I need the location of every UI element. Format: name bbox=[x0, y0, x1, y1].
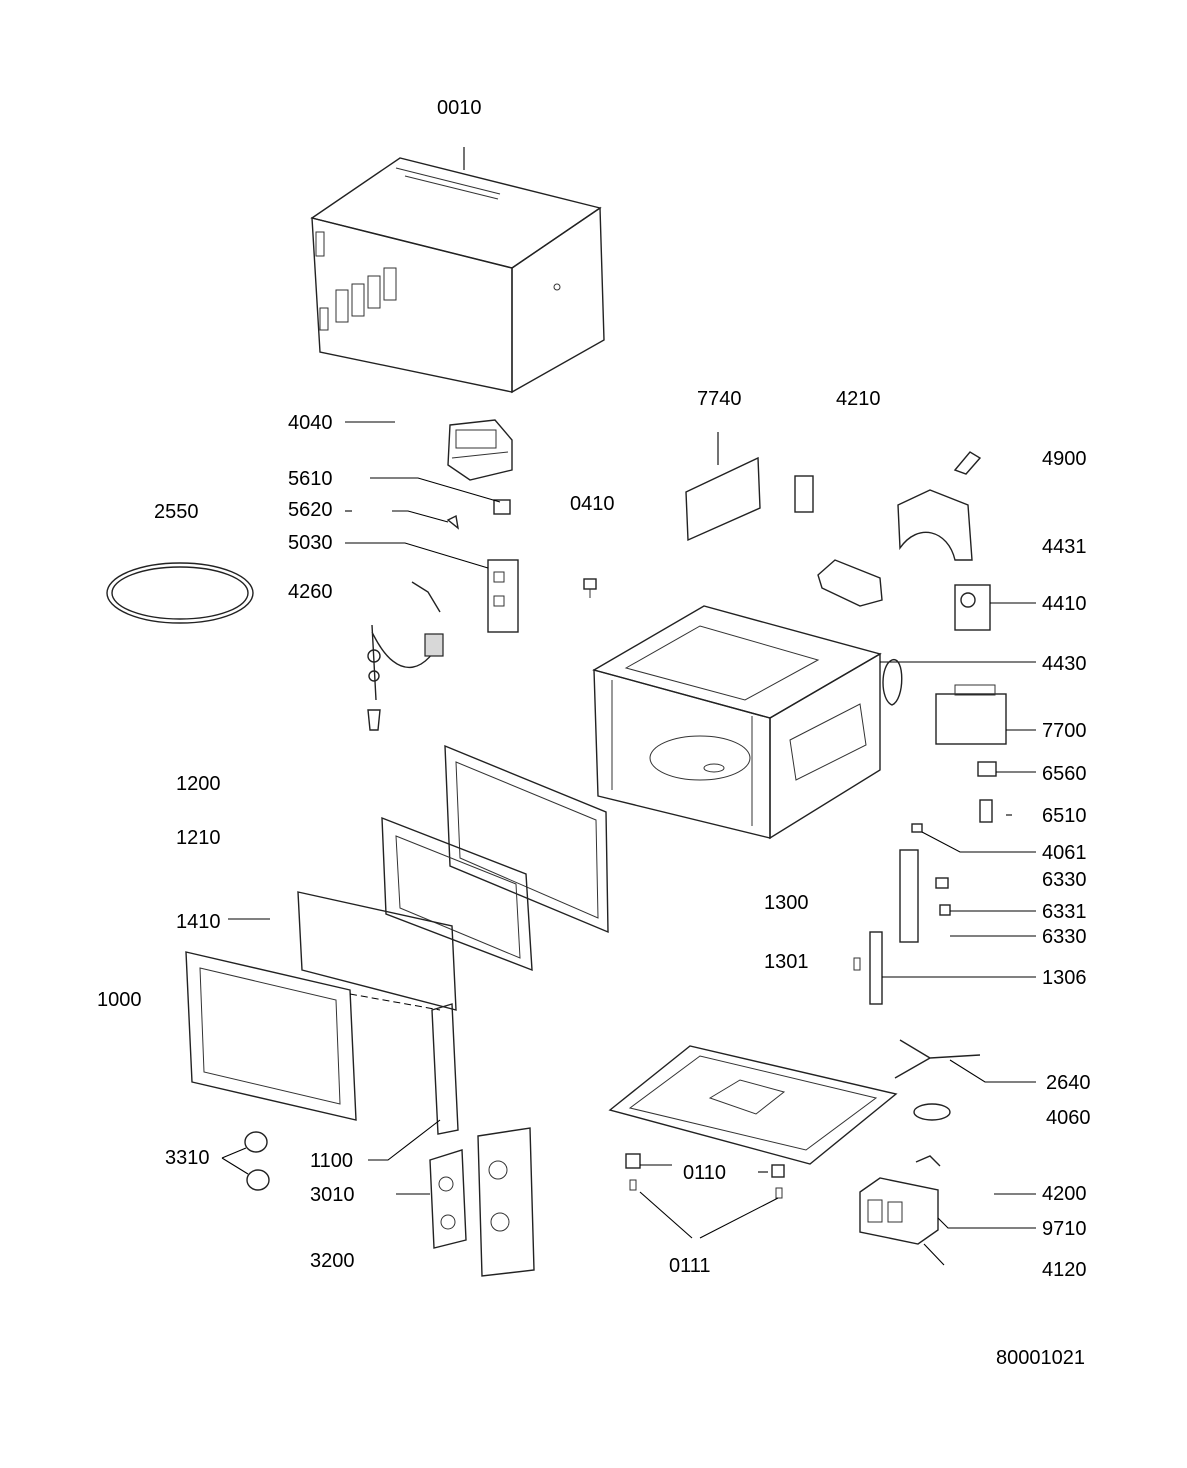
part-label-4431: 4431 bbox=[1042, 536, 1087, 558]
part-label-4430: 4430 bbox=[1042, 653, 1087, 675]
part-label-4900: 4900 bbox=[1042, 448, 1087, 470]
lamp-wire-part bbox=[367, 581, 444, 731]
feet-part bbox=[625, 1153, 785, 1239]
small-components bbox=[911, 761, 1036, 853]
door-glass-part bbox=[228, 891, 457, 1011]
part-label-0111: 0111 bbox=[669, 1255, 711, 1277]
part-label-6330-upper: 6330 bbox=[1042, 869, 1087, 891]
part-label-0110: 0110 bbox=[683, 1162, 727, 1184]
part-label-1200: 1200 bbox=[176, 773, 221, 795]
drawing-number: 80001021 bbox=[996, 1347, 1085, 1369]
part-label-1300: 1300 bbox=[764, 892, 809, 914]
part-label-4210: 4210 bbox=[836, 388, 881, 410]
part-label-4410: 4410 bbox=[1042, 593, 1087, 615]
fan-blade-part bbox=[882, 659, 903, 706]
part-label-7700: 7700 bbox=[1042, 720, 1087, 742]
knobs-part bbox=[221, 1131, 270, 1191]
part-label-1410: 1410 bbox=[176, 911, 221, 933]
part-label-6510: 6510 bbox=[1042, 805, 1087, 827]
part-label-4260: 4260 bbox=[288, 581, 333, 603]
drive-ring-part bbox=[106, 562, 254, 624]
part-label-1100: 1100 bbox=[310, 1150, 354, 1172]
part-label-6331: 6331 bbox=[1042, 901, 1087, 923]
part-label-6560: 6560 bbox=[1042, 763, 1087, 785]
base-plate-part bbox=[608, 1045, 898, 1165]
part-label-4040: 4040 bbox=[288, 412, 333, 434]
transformer-part bbox=[935, 684, 1036, 745]
part-label-2640: 2640 bbox=[1046, 1072, 1091, 1094]
door-frame-part bbox=[444, 744, 609, 934]
mica-cover-part bbox=[685, 432, 761, 542]
part-label-5620: 5620 bbox=[288, 499, 333, 521]
fuse-part bbox=[794, 475, 814, 513]
part-label-2550: 2550 bbox=[154, 501, 199, 523]
part-label-1306: 1306 bbox=[1042, 967, 1087, 989]
part-label-1210: 1210 bbox=[176, 827, 221, 849]
part-label-0410: 0410 bbox=[570, 493, 615, 515]
part-label-1000: 1000 bbox=[97, 989, 142, 1011]
bracket-part bbox=[817, 559, 883, 607]
part-label-6330-lower: 6330 bbox=[1042, 926, 1087, 948]
part-label-0010: 0010 bbox=[437, 97, 482, 119]
part-label-4120: 4120 bbox=[1042, 1259, 1087, 1281]
part-label-7740: 7740 bbox=[697, 388, 742, 410]
oven-cavity-part bbox=[592, 605, 1036, 840]
part-label-3200: 3200 bbox=[310, 1250, 355, 1272]
door-panel-part bbox=[185, 951, 441, 1121]
hv-transformer-part bbox=[859, 1155, 1036, 1266]
part-label-1301: 1301 bbox=[764, 951, 809, 973]
outer-cabinet-part bbox=[310, 147, 605, 394]
part-label-4060: 4060 bbox=[1046, 1107, 1091, 1129]
fan-shroud-part bbox=[897, 489, 973, 561]
part-label-4200: 4200 bbox=[1042, 1183, 1087, 1205]
magnetron-part bbox=[345, 419, 513, 481]
fan-motor-part bbox=[954, 584, 1036, 631]
screw-part bbox=[583, 578, 597, 598]
part-label-9710: 9710 bbox=[1042, 1218, 1087, 1240]
part-label-3010: 3010 bbox=[310, 1184, 355, 1206]
part-label-5610: 5610 bbox=[288, 468, 333, 490]
turntable-support-part bbox=[894, 1039, 1036, 1083]
door-choke-part bbox=[381, 816, 533, 972]
control-panel-part bbox=[396, 1127, 535, 1277]
switch-parts bbox=[345, 477, 519, 633]
door-handle-part bbox=[368, 1003, 459, 1161]
part-label-5030: 5030 bbox=[288, 532, 333, 554]
part-label-4061: 4061 bbox=[1042, 842, 1087, 864]
part-label-3310: 3310 bbox=[165, 1147, 210, 1169]
turntable-motor-part bbox=[913, 1103, 951, 1121]
thermostat-part bbox=[953, 451, 982, 475]
interlock-parts bbox=[853, 849, 1036, 1005]
